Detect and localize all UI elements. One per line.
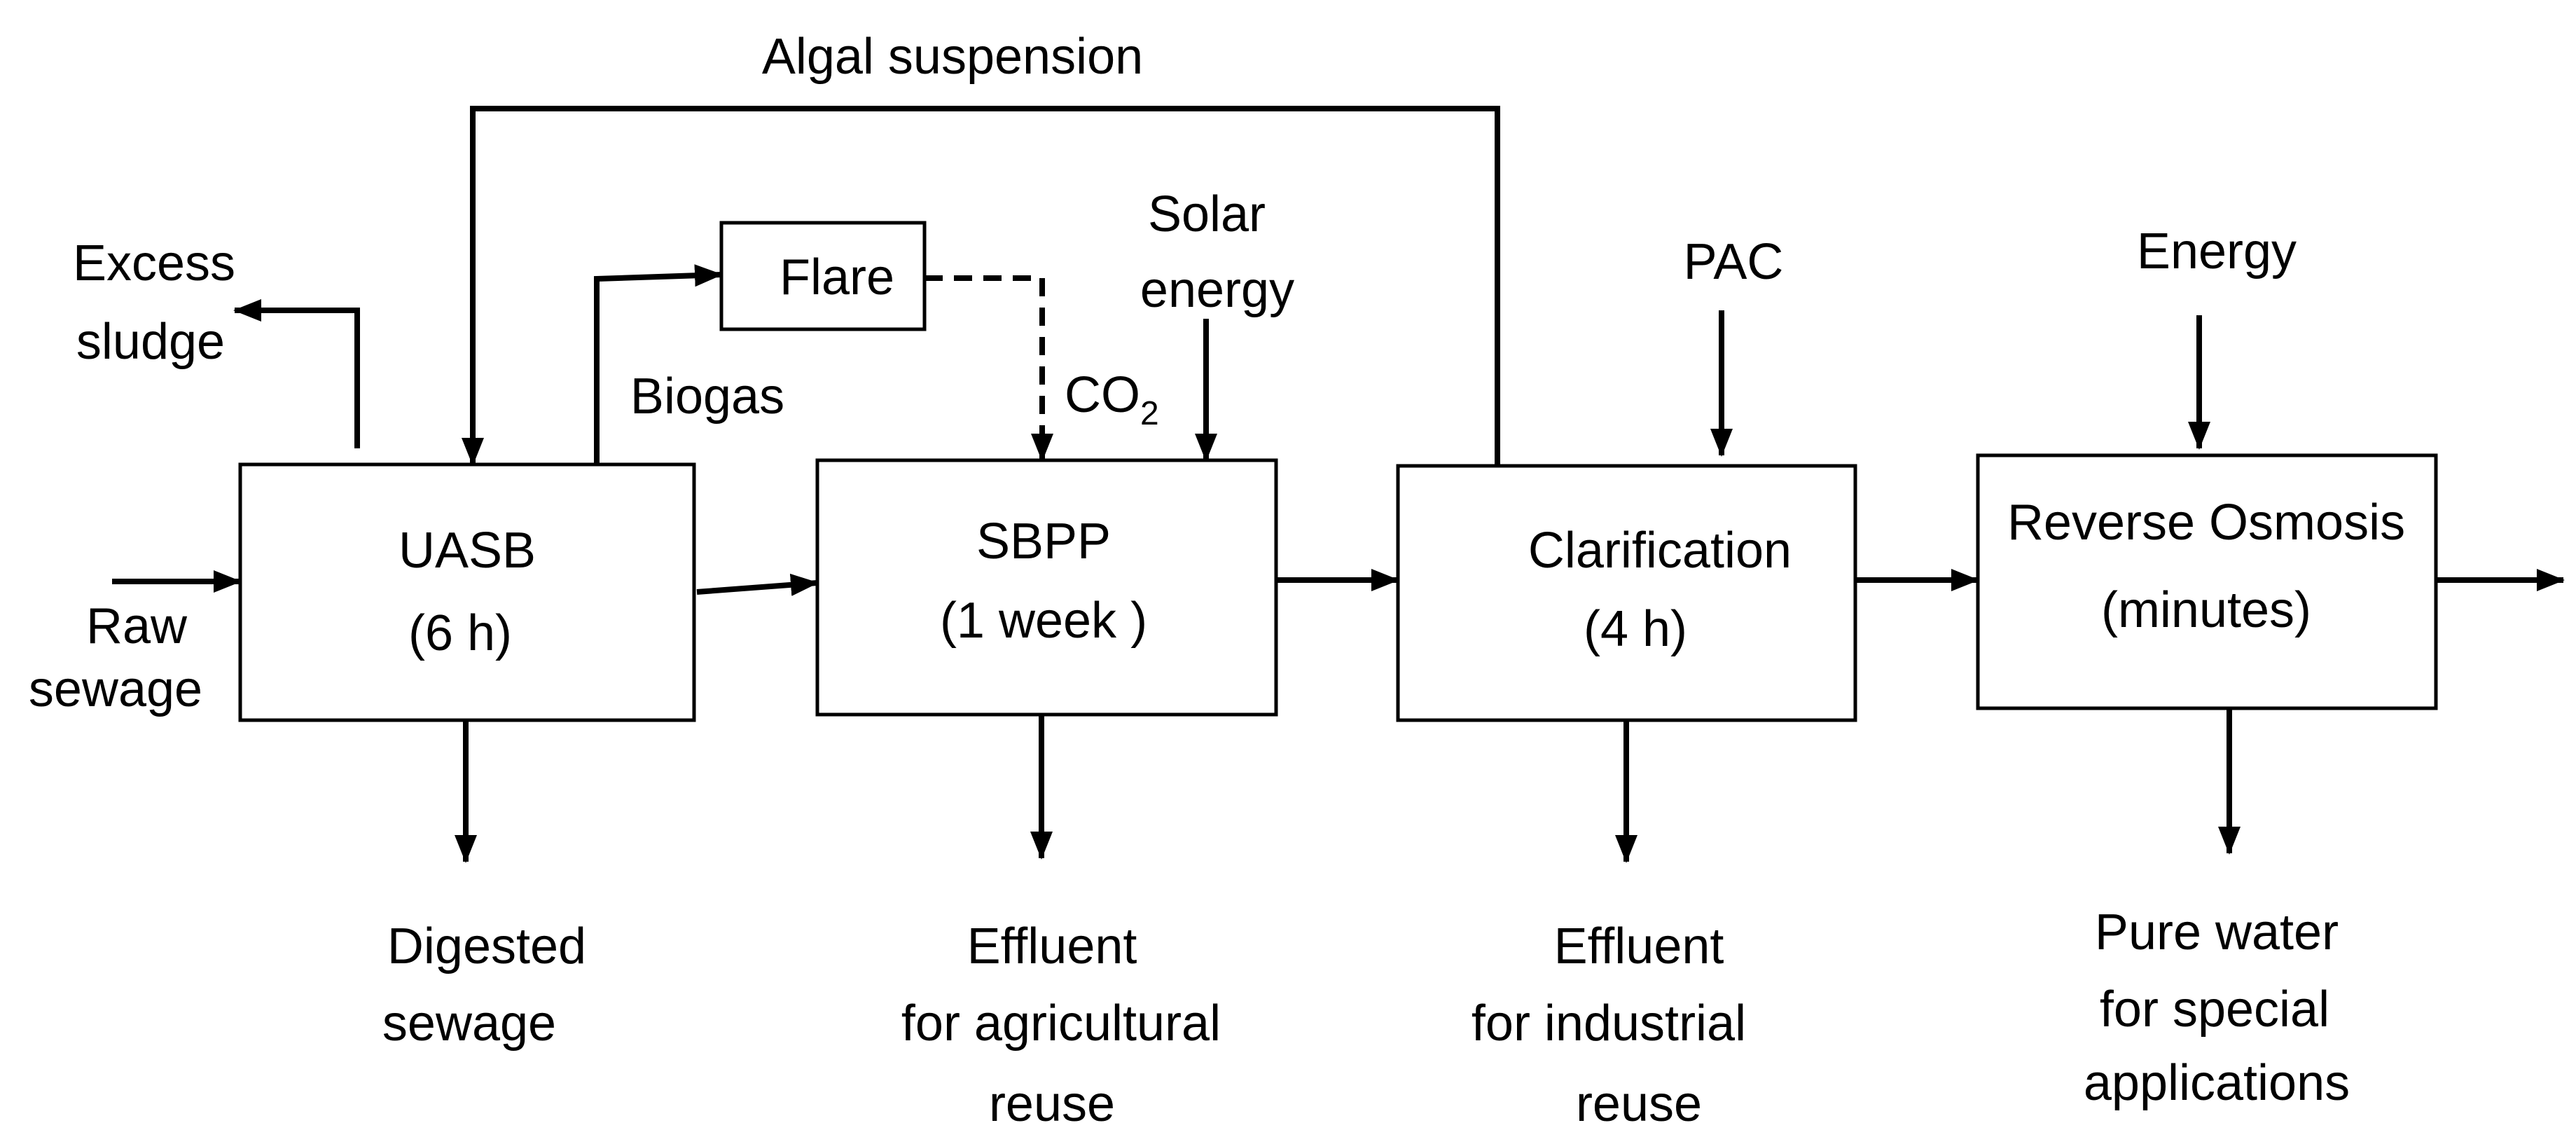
clarification-duration: (4 h) <box>1584 601 1687 657</box>
reverse-osmosis-duration: (minutes) <box>2101 582 2311 638</box>
solar-energy-label-line1: Solar <box>1148 186 1266 242</box>
clarification-output-line3: reuse <box>1576 1076 1702 1132</box>
clarification-name: Clarification <box>1528 523 1792 579</box>
co2-dashed-arrow <box>925 275 1053 462</box>
clarification-output-line1: Effluent <box>1554 918 1724 974</box>
ro-output-line1: Pure water <box>2095 904 2339 960</box>
biogas-to-flare-arrow <box>594 264 723 464</box>
ro-output-line3: applications <box>2084 1055 2350 1111</box>
uasb-duration: (6 h) <box>408 605 512 661</box>
pac-label: PAC <box>1684 234 1784 290</box>
flare-box: Flare <box>719 221 927 331</box>
raw-sewage-label-line1: Raw <box>86 598 188 654</box>
sbpp-duration: (1 week ) <box>940 593 1147 649</box>
algal-suspension-recycle-arrow <box>462 106 1500 466</box>
ro-output-line2: for special <box>2100 981 2329 1038</box>
co2-main-text: CO <box>1065 367 1140 423</box>
algal-suspension-label: Algal suspension <box>762 29 1143 85</box>
biogas-label: Biogas <box>630 368 784 425</box>
clarification-output-line2: for industrial <box>1471 995 1746 1052</box>
uasb-output-line1: Digested <box>387 918 586 974</box>
flare-label: Flare <box>780 249 894 305</box>
co2-label: CO2 <box>1065 367 1159 432</box>
sbpp-name: SBPP <box>976 514 1111 570</box>
uasb-name: UASB <box>399 523 536 579</box>
reverse-osmosis-name: Reverse Osmosis <box>2007 495 2405 551</box>
excess-sludge-arrow <box>233 299 360 448</box>
reverse-osmosis-box: Reverse Osmosis (minutes) <box>1976 453 2438 710</box>
sbpp-box: SBPP (1 week ) <box>815 458 1278 717</box>
sbpp-output-line2: for agricultural <box>901 995 1221 1052</box>
connectors <box>112 106 2565 863</box>
uasb-to-sbpp-arrow <box>696 573 819 596</box>
clarification-box: Clarification (4 h) <box>1396 464 1857 722</box>
uasb-output-line2: sewage <box>382 995 556 1052</box>
uasb-box: UASB (6 h) <box>238 462 696 722</box>
excess-sludge-label-line1: Excess <box>73 235 235 291</box>
sbpp-output-line3: reuse <box>989 1076 1115 1132</box>
energy-label: Energy <box>2137 223 2297 280</box>
solar-energy-label-line2: energy <box>1140 262 1294 318</box>
co2-subscript: 2 <box>1140 395 1159 432</box>
excess-sludge-label-line2: sludge <box>76 314 225 370</box>
sbpp-output-line1: Effluent <box>967 918 1137 974</box>
raw-sewage-label-line2: sewage <box>29 661 202 717</box>
